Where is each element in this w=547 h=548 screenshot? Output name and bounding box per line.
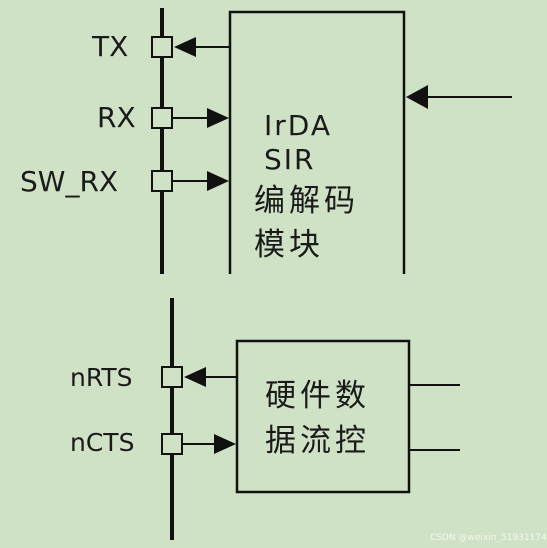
irda-input-arrow	[406, 85, 428, 109]
pin-ncts-label: nCTS	[70, 428, 134, 457]
irda-block-line-2: SIR	[264, 143, 316, 176]
flow-control-line-1: 硬件数	[265, 378, 370, 414]
irda-block	[228, 10, 406, 274]
flow-control-block	[235, 339, 411, 494]
pin-rx-arrow	[207, 108, 229, 128]
pin-sw-rx-box	[151, 170, 173, 192]
top-section: TX RX SW_RX IrDA SIR 编解码 模块	[20, 8, 512, 274]
flow-control-line-2: 据流控	[265, 423, 370, 459]
pin-ncts-box	[161, 433, 183, 455]
pin-tx-label: TX	[91, 30, 128, 63]
pin-sw-rx: SW_RX	[20, 165, 229, 198]
bottom-section: nRTS nCTS 硬件数 据流控	[70, 298, 460, 540]
pin-nrts-label: nRTS	[70, 363, 133, 392]
pin-rx-box	[151, 107, 173, 129]
pin-sw-rx-arrow	[207, 171, 229, 191]
pin-rx: RX	[97, 101, 229, 134]
pin-ncts-arrow	[214, 434, 236, 454]
csdn-watermark: CSDN @weixin_51931174	[430, 533, 547, 543]
irda-block-line-1: IrDA	[264, 109, 332, 142]
pin-tx-box	[151, 36, 173, 58]
pin-sw-rx-label: SW_RX	[20, 165, 118, 198]
irda-block-line-4: 模块	[254, 227, 324, 263]
pin-nrts-arrow	[184, 367, 206, 387]
pin-nrts: nRTS	[70, 363, 237, 392]
pin-ncts: nCTS	[70, 428, 236, 457]
pin-nrts-box	[161, 366, 183, 388]
irda-block-line-3: 编解码	[254, 183, 359, 219]
pin-tx: TX	[91, 30, 230, 63]
pin-tx-arrow	[174, 37, 196, 57]
pin-rx-label: RX	[97, 101, 136, 134]
